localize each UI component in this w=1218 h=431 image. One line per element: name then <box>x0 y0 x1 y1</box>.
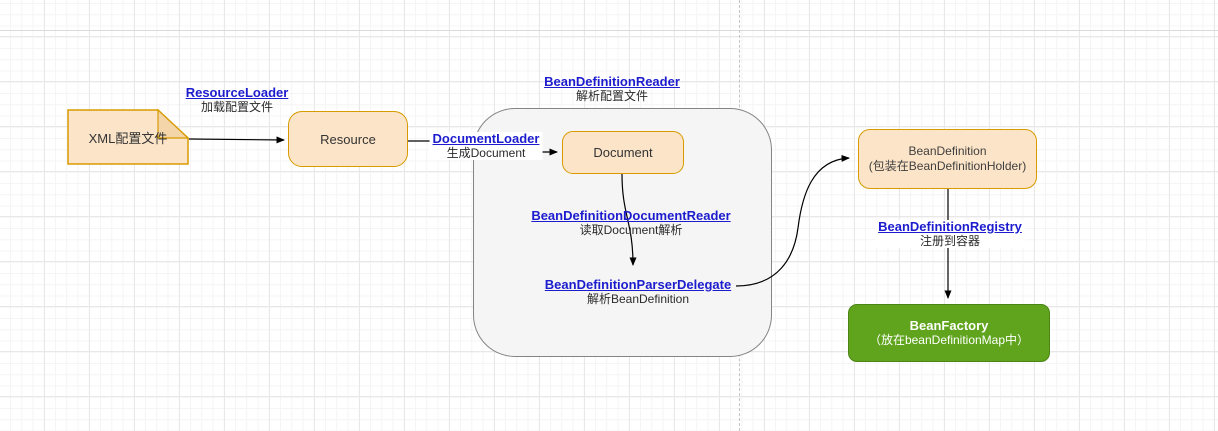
bean-definition-parser-delegate-desc: 解析BeanDefinition <box>586 292 690 306</box>
resource-loader-link[interactable]: ResourceLoader <box>185 85 289 100</box>
label-bean-definition-registry: BeanDefinitionRegistry 注册到容器 <box>875 220 1025 248</box>
bean-definition-parser-delegate-link[interactable]: BeanDefinitionParserDelegate <box>544 277 732 292</box>
node-document[interactable]: Document <box>562 131 684 174</box>
node-bean-factory[interactable]: BeanFactory （放在beanDefinitionMap中） <box>848 304 1050 362</box>
node-bean-factory-line2: （放在beanDefinitionMap中） <box>868 333 1030 347</box>
label-document-loader: DocumentLoader 生成Document <box>429 131 543 160</box>
document-loader-link[interactable]: DocumentLoader <box>432 131 540 146</box>
edge-xml-to-resource[interactable] <box>188 136 285 144</box>
node-xml-config-file-label: XML配置文件 <box>88 130 168 146</box>
node-xml-config-file[interactable]: XML配置文件 <box>68 110 188 164</box>
label-resource-loader: ResourceLoader 加载配置文件 <box>185 85 289 115</box>
xml-file-note-shape[interactable] <box>67 108 190 165</box>
label-bean-definition-document-reader: BeanDefinitionDocumentReader 读取Document解… <box>531 208 731 238</box>
node-resource[interactable]: Resource <box>288 111 408 167</box>
node-bean-definition-line1: BeanDefinition <box>908 144 987 158</box>
edge-parser-delegate-to-bean-definition[interactable] <box>735 154 850 287</box>
node-resource-label: Resource <box>320 131 376 147</box>
label-bean-definition-parser-delegate: BeanDefinitionParserDelegate 解析BeanDefin… <box>544 277 732 307</box>
node-bean-definition[interactable]: BeanDefinition (包装在BeanDefinitionHolder) <box>858 129 1037 189</box>
label-bean-definition-reader: BeanDefinitionReader 解析配置文件 <box>544 74 680 104</box>
page-boundary-line <box>0 30 1218 31</box>
bean-definition-reader-link[interactable]: BeanDefinitionReader <box>544 74 680 89</box>
bean-definition-registry-link[interactable]: BeanDefinitionRegistry <box>878 219 1022 234</box>
bean-definition-reader-desc: 解析配置文件 <box>575 89 648 103</box>
node-document-label: Document <box>593 145 653 160</box>
bean-definition-registry-desc: 注册到容器 <box>919 234 980 248</box>
node-bean-definition-line2: (包装在BeanDefinitionHolder) <box>868 159 1027 173</box>
bean-definition-document-reader-desc: 读取Document解析 <box>579 223 683 237</box>
resource-loader-desc: 加载配置文件 <box>200 100 273 114</box>
bean-definition-document-reader-link[interactable]: BeanDefinitionDocumentReader <box>531 208 731 223</box>
node-bean-factory-line1: BeanFactory <box>909 318 989 333</box>
edge-document-to-parser-delegate[interactable] <box>621 173 637 266</box>
document-loader-desc: 生成Document <box>446 146 526 160</box>
